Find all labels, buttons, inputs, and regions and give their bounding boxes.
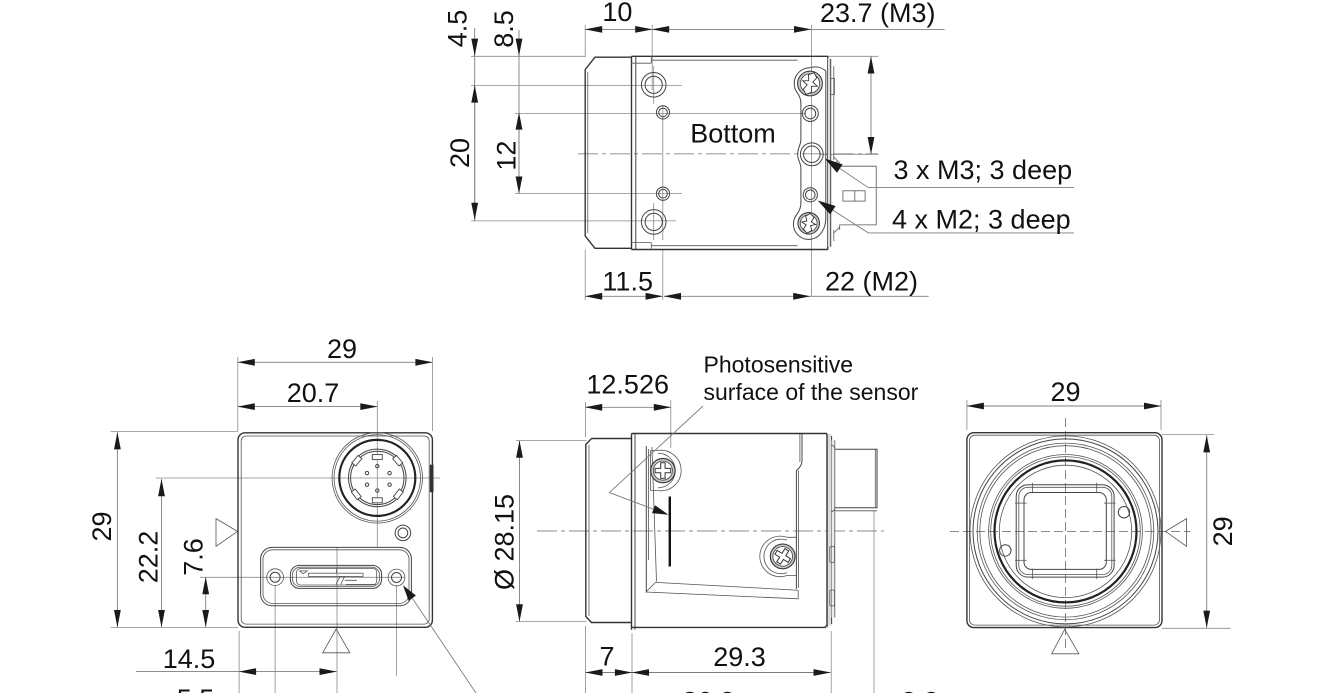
svg-text:29: 29 [327, 334, 357, 364]
svg-text:36.3: 36.3 [682, 687, 735, 693]
svg-text:22 (M2): 22 (M2) [825, 267, 918, 297]
svg-text:11.5: 11.5 [602, 267, 653, 297]
svg-text:7.6: 7.6 [179, 538, 209, 576]
svg-text:20: 20 [445, 138, 475, 168]
svg-text:10: 10 [602, 0, 632, 27]
svg-text:22.2: 22.2 [133, 531, 163, 584]
svg-text:Photosensitive: Photosensitive [704, 352, 854, 378]
svg-text:8.5: 8.5 [489, 10, 519, 48]
svg-text:12: 12 [492, 141, 522, 171]
svg-text:5.5: 5.5 [177, 684, 215, 693]
svg-text:29.3: 29.3 [713, 642, 766, 672]
svg-text:Ø 28.15: Ø 28.15 [489, 494, 519, 590]
svg-text:29: 29 [1050, 377, 1080, 407]
svg-text:12.526: 12.526 [586, 370, 669, 400]
svg-text:23.7 (M3): 23.7 (M3) [820, 0, 936, 28]
svg-text:3 x M3; 3 deep: 3 x M3; 3 deep [894, 155, 1073, 185]
svg-text:29: 29 [87, 511, 117, 541]
svg-text:surface of the sensor: surface of the sensor [704, 379, 919, 405]
svg-text:20.7: 20.7 [287, 378, 340, 408]
svg-text:29: 29 [1208, 516, 1238, 546]
svg-text:Bottom: Bottom [690, 118, 776, 148]
svg-text:7: 7 [599, 642, 614, 672]
svg-text:8.8: 8.8 [901, 687, 939, 693]
svg-text:14.5: 14.5 [163, 644, 216, 674]
svg-text:4.5: 4.5 [442, 10, 472, 48]
svg-text:4 x M2; 3 deep: 4 x M2; 3 deep [892, 205, 1071, 235]
